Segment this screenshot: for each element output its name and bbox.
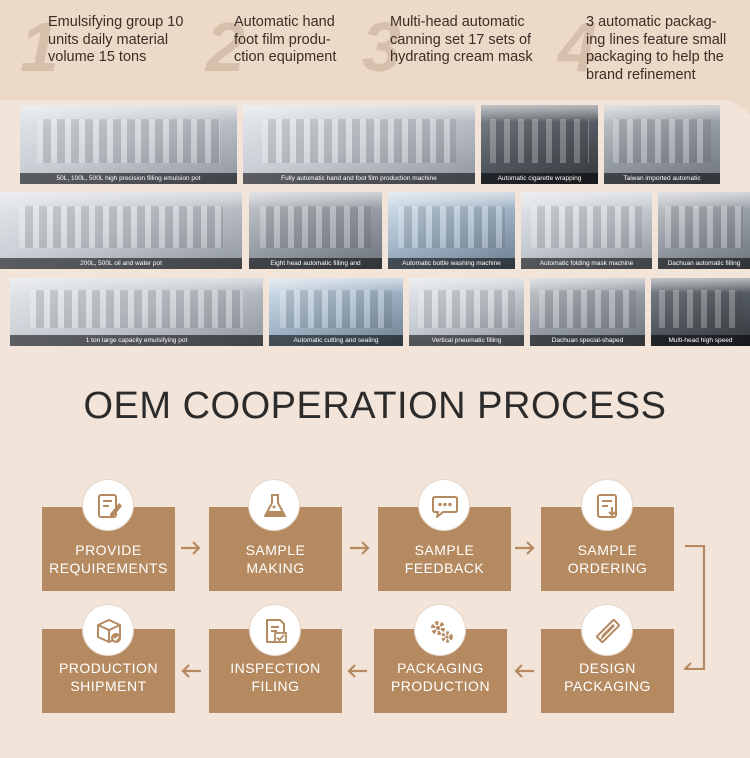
- photo-caption: Fully automatic hand and foot film produ…: [243, 173, 475, 184]
- arrow-right-icon: [181, 541, 201, 555]
- factory-photo: Automatic bottle washing machine: [388, 192, 515, 269]
- factory-photo: Fully automatic hand and foot film produ…: [243, 105, 475, 184]
- factory-photo: Multi-head high speed: [651, 278, 750, 346]
- chat-bubble-icon: [418, 479, 470, 531]
- photo-caption: Vertical pneumatic filling: [409, 335, 524, 346]
- feature-text: 3 automatic packag-ing lines feature sma…: [586, 14, 727, 83]
- order-document-icon: [581, 479, 633, 531]
- photo-caption: Dachuan automatic filling: [658, 258, 750, 269]
- photo-caption: Taiwan imported automatic: [604, 173, 720, 184]
- factory-photo: Automatic folding mask machine: [521, 192, 652, 269]
- photo-caption: Automatic cigarette wrapping: [481, 173, 598, 184]
- feature-number: 4: [558, 8, 597, 86]
- factory-photo: Dachuan automatic filling: [658, 192, 750, 269]
- feature-number: 3: [362, 8, 401, 86]
- checklist-icon: [249, 604, 301, 656]
- factory-photo: Eight head automatic filling and: [249, 192, 382, 269]
- arrow-left-icon: [514, 664, 534, 678]
- arrow-left-icon: [347, 664, 367, 678]
- gears-icon: [414, 604, 466, 656]
- photo-caption: 1 ton large capacity emulsifying pot: [10, 335, 263, 346]
- feature-4: 4 3 automatic packag-ing lines feature s…: [558, 10, 748, 90]
- arrow-right-icon: [515, 541, 535, 555]
- connector-bracket: [683, 545, 706, 670]
- section-title: OEM COOPERATION PROCESS: [83, 385, 667, 427]
- arrow-right-icon: [350, 541, 370, 555]
- ruler-pencil-icon: [581, 604, 633, 656]
- factory-photo: Vertical pneumatic filling: [409, 278, 524, 346]
- photo-caption: 200L, 500L oil and water pot: [0, 258, 242, 269]
- factory-photo: Automatic cutting and sealing: [269, 278, 403, 346]
- edit-document-icon: [82, 479, 134, 531]
- feature-number: 2: [206, 8, 245, 86]
- photo-caption: 50L, 100L, 500L high precision filling e…: [20, 173, 237, 184]
- banner-curve: [0, 0, 750, 115]
- photo-caption: Automatic cutting and sealing: [269, 335, 403, 346]
- package-box-icon: [82, 604, 134, 656]
- factory-photo: 200L, 500L oil and water pot: [0, 192, 242, 269]
- photo-caption: Eight head automatic filling and: [249, 258, 382, 269]
- photo-caption: Automatic folding mask machine: [521, 258, 652, 269]
- factory-photo: 1 ton large capacity emulsifying pot: [10, 278, 263, 346]
- photo-caption: Dachuan special-shaped: [530, 335, 645, 346]
- arrow-left-icon: [181, 664, 201, 678]
- factory-photo: Dachuan special-shaped: [530, 278, 645, 346]
- photo-caption: Multi-head high speed: [651, 335, 750, 346]
- photo-caption: Automatic bottle washing machine: [388, 258, 515, 269]
- factory-photo: 50L, 100L, 500L high precision filling e…: [20, 105, 237, 184]
- factory-photo: Automatic cigarette wrapping: [481, 105, 598, 184]
- feature-number: 1: [20, 8, 59, 86]
- flask-icon: [248, 479, 300, 531]
- factory-photo: Taiwan imported automatic: [604, 105, 720, 184]
